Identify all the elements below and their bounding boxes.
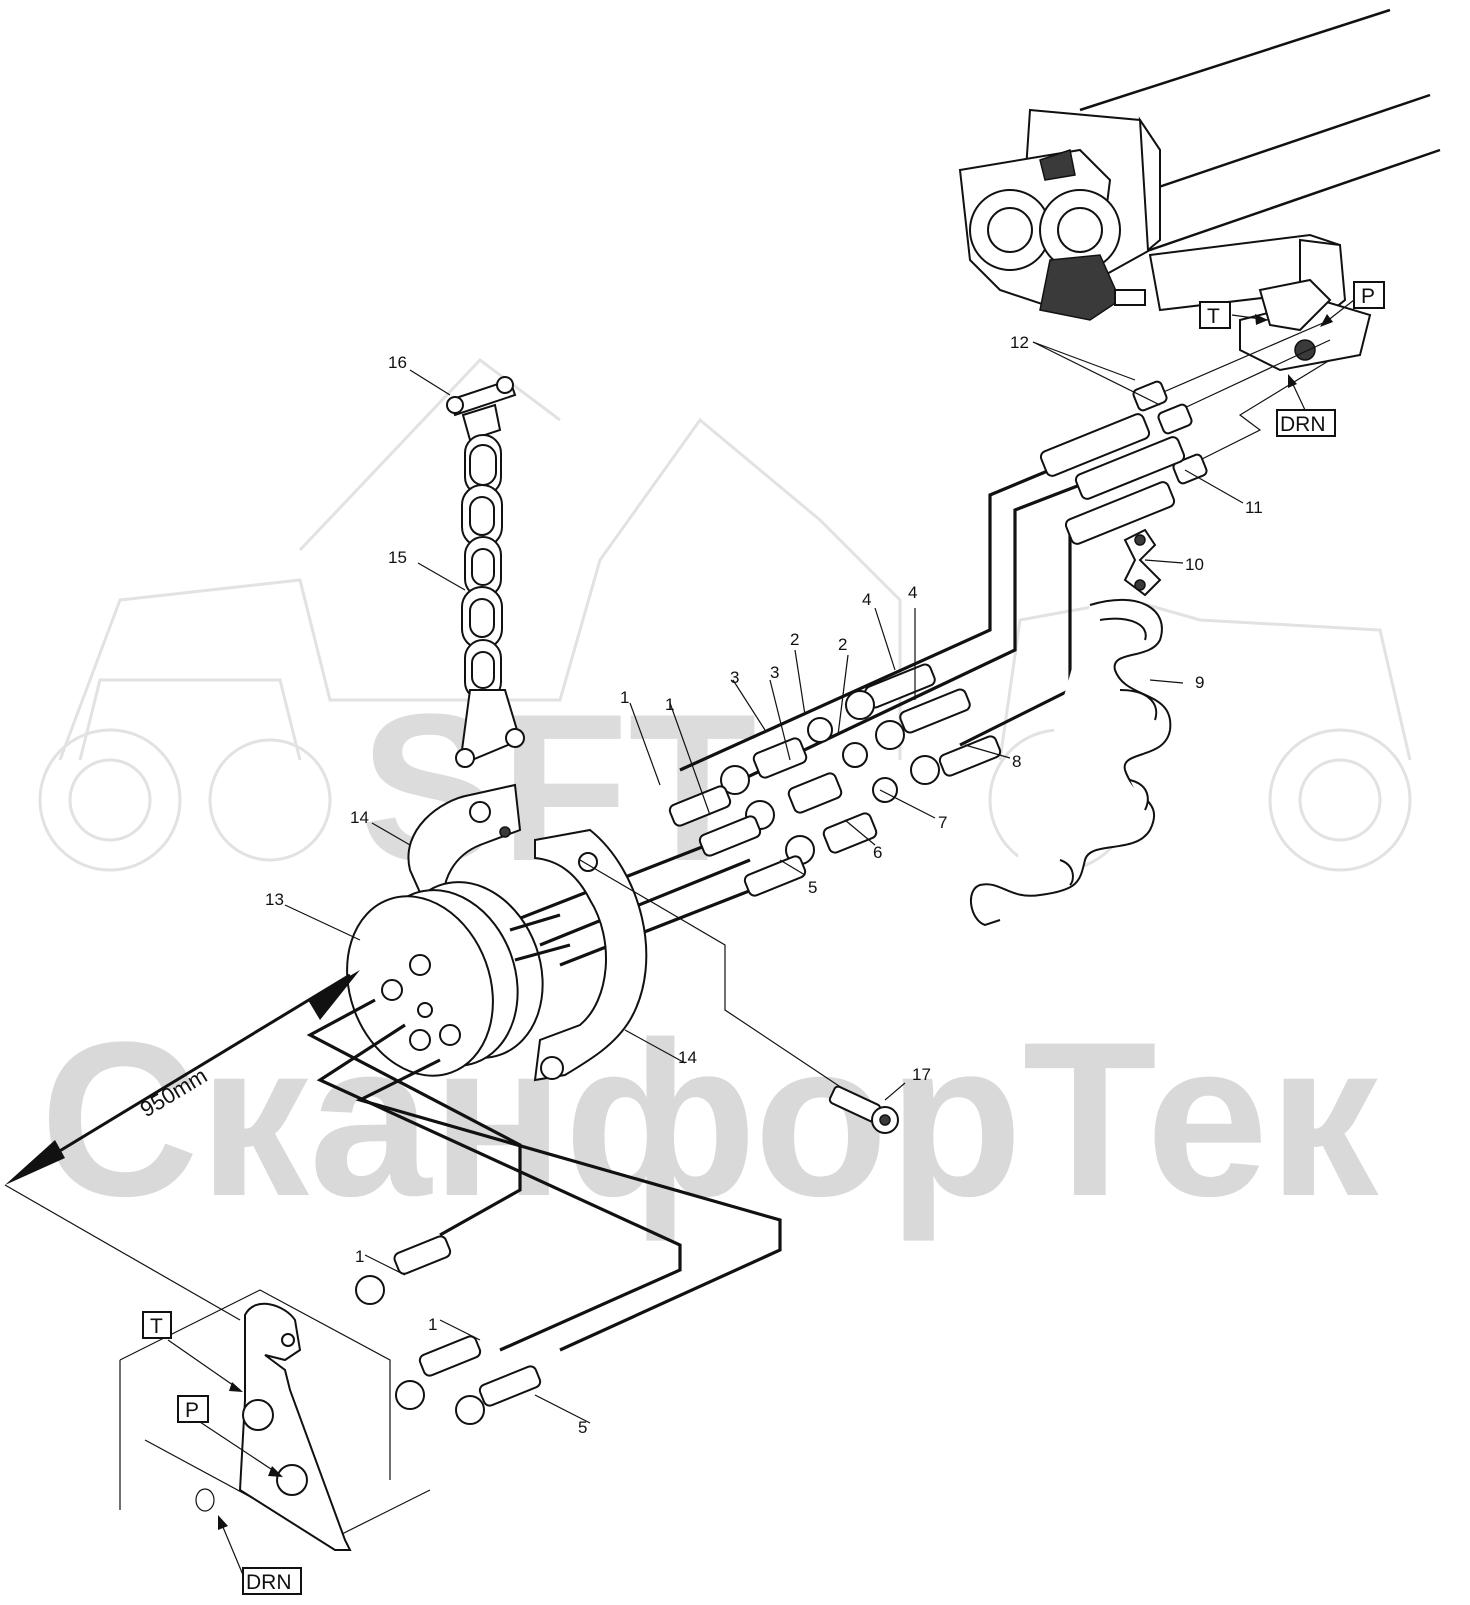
callout-9: 9 xyxy=(1195,673,1204,692)
callout-12: 12 xyxy=(1010,333,1029,352)
block-port-markers: T P DRN xyxy=(142,1311,302,1595)
callouts: 16 15 14 14 13 12 11 10 9 8 7 6 5 5 4 4 … xyxy=(265,333,1263,1437)
fittings-top xyxy=(668,380,1208,897)
callout-16: 16 xyxy=(388,353,407,372)
callout-6: 6 xyxy=(873,843,882,862)
collar-half-lower xyxy=(533,828,648,1082)
callout-4b: 4 xyxy=(908,583,917,602)
callout-5-lower: 5 xyxy=(578,1418,587,1437)
callout-3b: 3 xyxy=(770,663,779,682)
mounting-bracket xyxy=(238,1302,352,1551)
fittings-lower xyxy=(355,1235,542,1425)
callout-1a: 1 xyxy=(620,688,629,707)
fitting-12a xyxy=(1132,380,1168,412)
callout-13: 13 xyxy=(265,890,284,909)
block-port-tank-label: T xyxy=(150,1315,163,1338)
callout-10: 10 xyxy=(1185,555,1204,574)
port-drain-label: DRN xyxy=(1280,413,1326,436)
boom-port-markers: T P DRN xyxy=(1199,281,1385,437)
callout-2b: 2 xyxy=(838,635,847,654)
bolt xyxy=(579,859,899,1134)
spiral-hose-guard xyxy=(970,599,1172,927)
callout-5-upper: 5 xyxy=(808,878,817,897)
callout-15: 15 xyxy=(388,548,407,567)
callout-1b: 1 xyxy=(665,695,674,714)
leader-lines xyxy=(284,341,1244,1424)
lifting-chain xyxy=(446,376,525,768)
hose-clamp xyxy=(1123,528,1162,597)
callout-7: 7 xyxy=(938,813,947,832)
fitting-12b xyxy=(1157,403,1193,435)
port-pressure-label: P xyxy=(1361,285,1375,308)
callout-1c: 1 xyxy=(355,1247,364,1266)
callout-3a: 3 xyxy=(730,668,739,687)
hose-bundle-lower xyxy=(306,998,782,1352)
port-tank-label: T xyxy=(1207,305,1220,328)
callout-11: 11 xyxy=(1245,498,1263,517)
machine-boom xyxy=(958,8,1441,372)
callout-14-upper: 14 xyxy=(350,808,369,827)
callout-14-lower: 14 xyxy=(678,1048,697,1067)
rotary-coupling xyxy=(346,881,571,1077)
callout-1d: 1 xyxy=(428,1315,437,1334)
block-port-drain-label: DRN xyxy=(246,1571,292,1594)
watermark-brand: СканфорТек xyxy=(40,996,1379,1242)
callout-17: 17 xyxy=(912,1065,931,1084)
callout-2a: 2 xyxy=(790,630,799,649)
callout-8: 8 xyxy=(1012,752,1021,771)
callout-4a: 4 xyxy=(862,590,871,609)
block-port-pressure-label: P xyxy=(185,1399,199,1422)
